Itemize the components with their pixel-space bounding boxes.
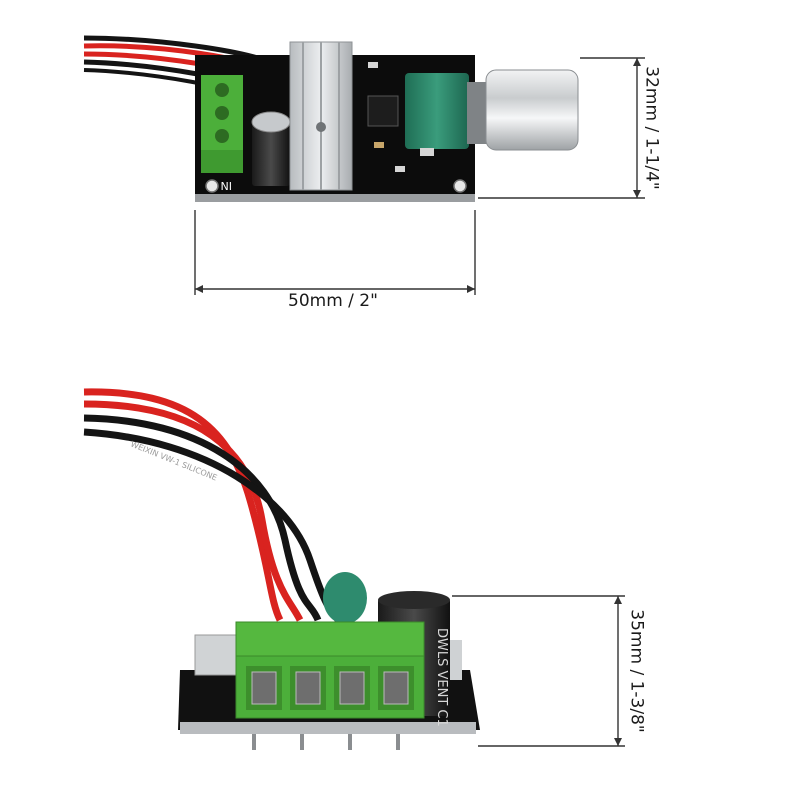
capacitor-top: [251, 111, 291, 133]
bottom-dimension-lines: [452, 595, 625, 747]
top-height-dimension-label: 32mm / 1-1/4": [641, 66, 662, 190]
side-wire-black-1: [83, 414, 322, 622]
side-view-board-photo: WEIXIN VW-1 SILICONE DWLS VENT C1: [83, 388, 480, 750]
capacitor-marking: DWLS VENT C1: [434, 628, 449, 727]
side-wire-red-2: [83, 400, 304, 622]
mount-hole-br: [453, 179, 467, 193]
side-potentiometer: [323, 572, 367, 624]
terminal-screw-3: [215, 129, 229, 143]
mount-hole-bl: [205, 179, 219, 193]
bottom-height-dimension-label: 35mm / 1-3/8": [626, 609, 647, 733]
terminal-in-marking: IN: [221, 179, 232, 192]
top-knob: [485, 69, 579, 151]
terminal-screw-2: [215, 106, 229, 120]
top-dimension-lines: [194, 57, 645, 295]
terminal-screw-slots: [246, 666, 414, 710]
side-heatsink: [194, 634, 241, 676]
top-capacitor: [252, 118, 290, 186]
top-view-board-photo: IN: [83, 35, 579, 202]
side-pcb-edge: [180, 722, 476, 734]
top-potentiometer: [405, 73, 469, 149]
side-terminal-top: [235, 621, 425, 659]
terminal-screw-1: [215, 83, 229, 97]
pot-shaft-collar: [467, 82, 487, 144]
top-pcb-edge: [195, 194, 475, 202]
width-dimension-label: 50mm / 2": [288, 291, 378, 311]
side-wire-red-1: [83, 388, 284, 622]
